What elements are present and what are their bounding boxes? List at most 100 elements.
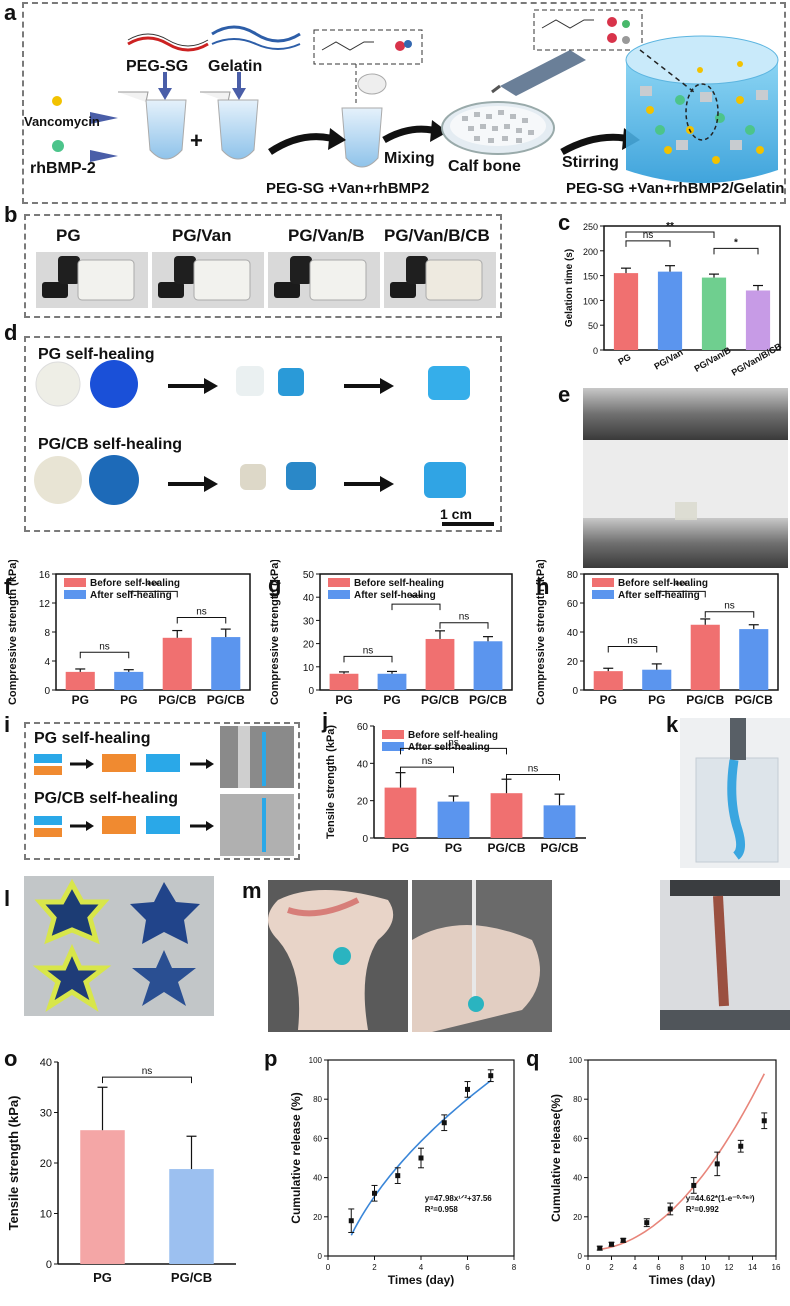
x-tick-label: 6 — [465, 1263, 470, 1272]
significance-label: ns — [528, 764, 539, 775]
y-tick-label: 100 — [569, 1056, 583, 1065]
category-label: PG — [93, 1270, 112, 1285]
significance-bracket — [625, 231, 715, 238]
data-point — [644, 1220, 650, 1226]
y-tick-label: 16 — [39, 570, 51, 581]
pipette-icon — [500, 50, 586, 96]
y-tick-label: 40 — [573, 1174, 582, 1183]
x-tick-label: 10 — [701, 1263, 710, 1272]
bar — [80, 1130, 125, 1264]
category-label: PG — [648, 693, 665, 707]
y-tick-label: 0 — [318, 1252, 323, 1261]
y-tick-label: 0 — [578, 1252, 583, 1261]
x-axis-label: Times (day) — [649, 1273, 715, 1287]
vial-cap-icon — [158, 282, 184, 298]
category-label: PG — [445, 841, 462, 855]
y-axis-label: Compressive strength (kPa) — [269, 560, 281, 705]
y-tick-label: 0 — [572, 686, 578, 697]
panel-letter-b: b — [4, 202, 18, 227]
bar — [329, 673, 359, 690]
legend-swatch — [328, 590, 350, 599]
panel-i-frame — [24, 722, 300, 860]
category-label: PG/CB — [487, 841, 525, 855]
shape-molding-photo — [24, 876, 214, 1016]
vial-cap-icon — [42, 282, 68, 298]
category-label: PG/CB — [686, 693, 724, 707]
legend-label: After self-healing — [90, 590, 172, 601]
y-axis-label: Tensile strength (kPa) — [325, 725, 337, 839]
data-point — [348, 1218, 354, 1224]
category-label: PG/CB — [207, 693, 245, 707]
vial-body-icon — [193, 259, 251, 301]
bar — [701, 277, 727, 350]
legend-label: Before self-healing — [408, 730, 498, 741]
category-label: PG/CB — [421, 693, 459, 707]
data-point — [761, 1118, 767, 1124]
bar — [490, 793, 523, 838]
significance-label: ns — [627, 636, 638, 647]
fit-curve — [599, 1073, 766, 1251]
legend-swatch — [64, 578, 86, 587]
legend-swatch — [328, 578, 350, 587]
y-tick-label: 20 — [357, 797, 369, 808]
pgcb-samples — [34, 455, 466, 505]
panel-letter-c: c — [558, 210, 571, 235]
significance-label: *** — [147, 580, 159, 591]
y-tick-label: 250 — [583, 222, 598, 232]
category-label: PG — [335, 693, 352, 707]
x-tick-label: 2 — [372, 1263, 377, 1272]
legend-label: After self-healing — [618, 590, 700, 601]
scale-bar-label: 1 cm — [440, 506, 472, 522]
legend-swatch — [382, 730, 404, 739]
y-tick-label: 80 — [313, 1095, 322, 1104]
vial-cap-icon — [290, 256, 312, 284]
fit-equation: y=44.62*(1-e⁻⁰·⁰⁶³) — [686, 1194, 755, 1203]
bar — [377, 673, 407, 690]
y-tick-label: 50 — [303, 570, 315, 581]
y-tick-label: 40 — [303, 593, 315, 604]
category-label: PG — [383, 693, 400, 707]
curved-arrow-icon-3 — [560, 133, 625, 156]
y-tick-label: 60 — [573, 1134, 582, 1143]
plus-sign: + — [190, 128, 203, 153]
tensile-test-photo-1 — [220, 726, 294, 788]
panel-letter-l: l — [4, 886, 11, 911]
gelatin-chain-icon — [211, 25, 301, 43]
bar — [739, 629, 769, 690]
tube-1-icon — [118, 91, 187, 160]
tube-3-icon — [341, 73, 387, 168]
y-tick-label: 60 — [357, 722, 369, 733]
bar — [593, 671, 623, 690]
plot-frame — [587, 1059, 777, 1257]
data-point — [738, 1143, 744, 1149]
significance-bracket — [656, 590, 706, 598]
panel-letter-d: d — [4, 320, 18, 345]
y-tick-label: 150 — [583, 272, 598, 282]
bar — [65, 671, 95, 690]
panel-letter-j: j — [322, 708, 329, 733]
legend-label: After self-healing — [408, 742, 490, 753]
significance-label: ns — [422, 756, 433, 767]
bar — [169, 1169, 214, 1264]
data-point — [372, 1190, 377, 1196]
significance-label: ns — [459, 612, 470, 623]
significance-bracket — [400, 747, 507, 755]
category-label: PG/CB — [171, 1270, 212, 1285]
panel-letter-q: q — [526, 1046, 540, 1071]
crosslink-callout-2 — [533, 9, 643, 51]
bar — [657, 271, 683, 350]
panel-b-frame — [24, 214, 502, 318]
rhbmp2-label: rhBMP-2 — [30, 160, 96, 177]
tensile-test-photo-2 — [220, 794, 294, 856]
category-label: PG — [616, 352, 632, 367]
y-tick-label: 40 — [567, 628, 579, 639]
bone-tensile-photo — [660, 880, 790, 1030]
data-point — [465, 1086, 470, 1092]
significance-label: *** — [675, 580, 687, 591]
vancomycin-icon — [52, 96, 62, 106]
vial-cap-icon — [58, 256, 80, 284]
